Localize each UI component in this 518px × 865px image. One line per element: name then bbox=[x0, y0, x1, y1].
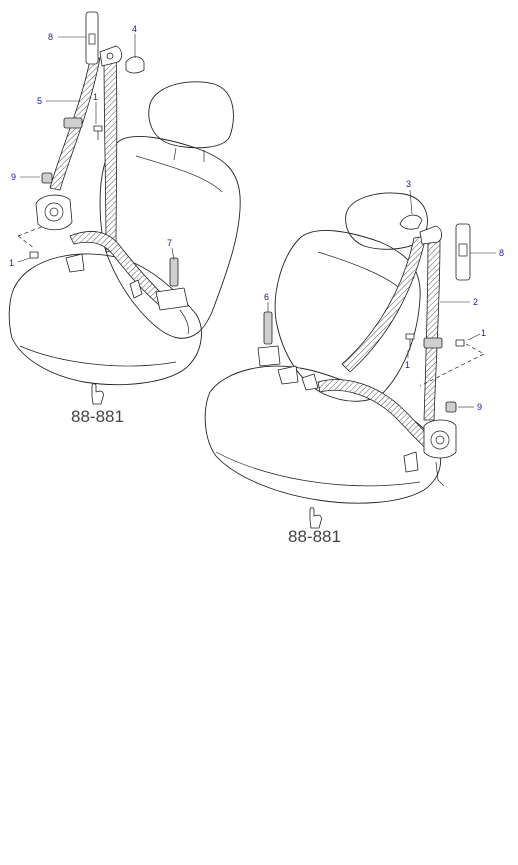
right-part-6-buckle bbox=[257, 311, 299, 385]
left-part-8-anchor-cover bbox=[85, 11, 99, 65]
callout-1-left-upper: 1 bbox=[93, 92, 98, 102]
hand-pointer-icon bbox=[309, 507, 322, 529]
left-belt-tongue bbox=[129, 279, 143, 299]
right-part-9-clip bbox=[445, 401, 457, 413]
right-belt-vertical bbox=[423, 237, 441, 421]
right-anchor-plate bbox=[403, 451, 419, 473]
right-height-adjuster bbox=[423, 337, 443, 349]
left-anchor-plate bbox=[65, 253, 85, 273]
right-reference-number[interactable]: 88-881 bbox=[288, 527, 341, 546]
callout-8-left: 8 bbox=[48, 32, 53, 42]
callout-1-left-lower: 1 bbox=[9, 258, 14, 268]
callout-5-left: 5 bbox=[37, 96, 42, 106]
right-part-1-bolt-right bbox=[455, 339, 465, 347]
right-seat-cushion bbox=[204, 365, 442, 504]
left-seatback bbox=[99, 136, 241, 339]
hand-pointer-icon bbox=[91, 383, 104, 405]
left-reference-number[interactable]: 88-881 bbox=[71, 407, 124, 426]
right-part-3-cap bbox=[399, 214, 423, 230]
callout-9-left: 9 bbox=[11, 172, 16, 182]
left-lap-belt bbox=[69, 231, 167, 307]
left-shoulder-belt-upper bbox=[103, 51, 118, 253]
callout-7-left: 7 bbox=[167, 238, 172, 248]
left-part-7-buckle bbox=[155, 257, 189, 335]
callout-2-right: 2 bbox=[473, 297, 478, 307]
callout-9-right: 9 bbox=[477, 402, 482, 412]
left-part-1-bolt-upper bbox=[93, 125, 103, 140]
left-headrest bbox=[148, 81, 234, 149]
callout-4-left: 4 bbox=[132, 24, 137, 34]
callout-1-right: 1 bbox=[481, 328, 486, 338]
right-lap-belt bbox=[317, 379, 441, 455]
right-part-1-bolt-mid bbox=[405, 333, 415, 350]
right-belt-tongue bbox=[301, 373, 319, 391]
left-height-adjuster bbox=[63, 117, 83, 129]
callout-6-right: 6 bbox=[264, 292, 269, 302]
callout-3-right: 3 bbox=[406, 179, 411, 189]
left-part-4-cap bbox=[125, 56, 145, 74]
left-part-1-bolt-lower bbox=[29, 251, 39, 259]
right-part-8-anchor-cover bbox=[455, 223, 471, 281]
left-part-9-clip bbox=[41, 172, 53, 184]
right-shoulder-belt bbox=[341, 235, 427, 373]
left-retractor bbox=[35, 194, 73, 231]
left-seat-cushion bbox=[8, 253, 202, 386]
left-seat bbox=[8, 81, 241, 386]
callout-8-right: 8 bbox=[499, 248, 504, 258]
right-seatback bbox=[274, 230, 421, 402]
right-retractor bbox=[423, 419, 457, 459]
right-d-ring bbox=[419, 225, 442, 245]
callout-1-right-mid: 1 bbox=[405, 360, 410, 370]
